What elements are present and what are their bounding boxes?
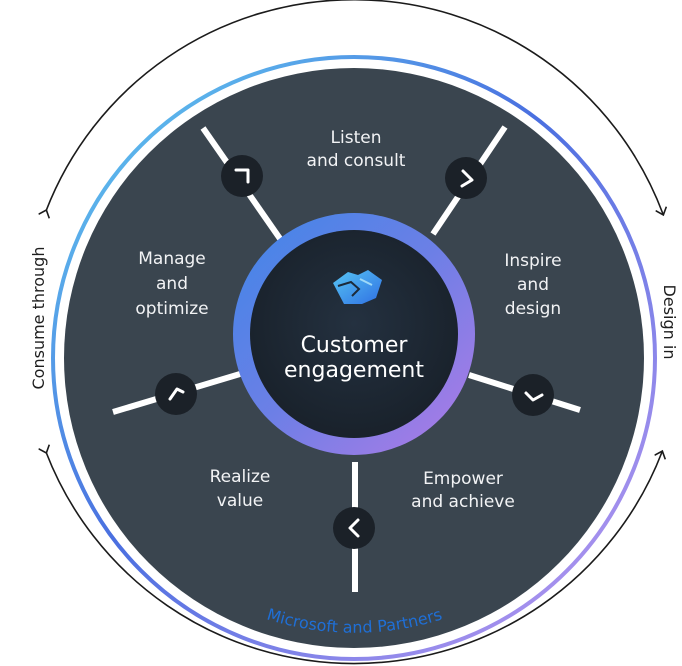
segment-label-line1: Inspire — [504, 251, 561, 271]
segment-label-line2: and — [517, 275, 549, 295]
segment-listen-consult[interactable]: Listen and consult — [307, 128, 406, 171]
arrow-button-right[interactable] — [512, 374, 554, 416]
segment-empower-achieve[interactable]: Empower and achieve — [411, 469, 515, 512]
segment-label-line3: optimize — [135, 299, 208, 319]
chevron-icon — [234, 168, 250, 184]
chevron-icon — [168, 387, 185, 401]
arrow-button-upper-right[interactable] — [445, 157, 487, 199]
chevron-icon — [524, 391, 544, 402]
segment-label-line1: Listen — [331, 128, 382, 148]
segment-label-line1: Manage — [138, 249, 206, 269]
arrow-button-left[interactable] — [155, 373, 197, 415]
center-hub — [250, 230, 458, 438]
center-label-line1: Customer — [301, 333, 409, 358]
top-cycle-arrow — [46, 0, 663, 214]
segment-label-line2: and consult — [307, 151, 406, 171]
chevron-icon — [348, 518, 360, 538]
outer-gradient-ring — [51, 55, 657, 661]
segment-label-line2: and achieve — [411, 492, 515, 512]
chevron-icon — [460, 169, 474, 188]
segment-inspire-design[interactable]: Inspire and design — [504, 251, 561, 319]
segment-label-line3: design — [505, 299, 561, 319]
segment-label-line2: and — [156, 274, 188, 294]
segment-realize-value[interactable]: Realize value — [210, 467, 271, 511]
segment-label-line1: Realize — [210, 467, 271, 487]
arrow-button-upper-left[interactable] — [221, 155, 263, 197]
segment-manage-optimize[interactable]: Manage and optimize — [135, 249, 208, 319]
bottom-cycle-arrow — [46, 452, 662, 665]
segment-label-line2: value — [217, 491, 263, 511]
center-label-line2: engagement — [284, 358, 424, 383]
left-outer-label: Consume through — [29, 247, 48, 390]
right-outer-label: Design in — [660, 285, 679, 360]
arrow-button-bottom[interactable] — [333, 507, 375, 549]
segment-label-line1: Empower — [423, 469, 503, 489]
handshake-icon — [333, 270, 382, 304]
